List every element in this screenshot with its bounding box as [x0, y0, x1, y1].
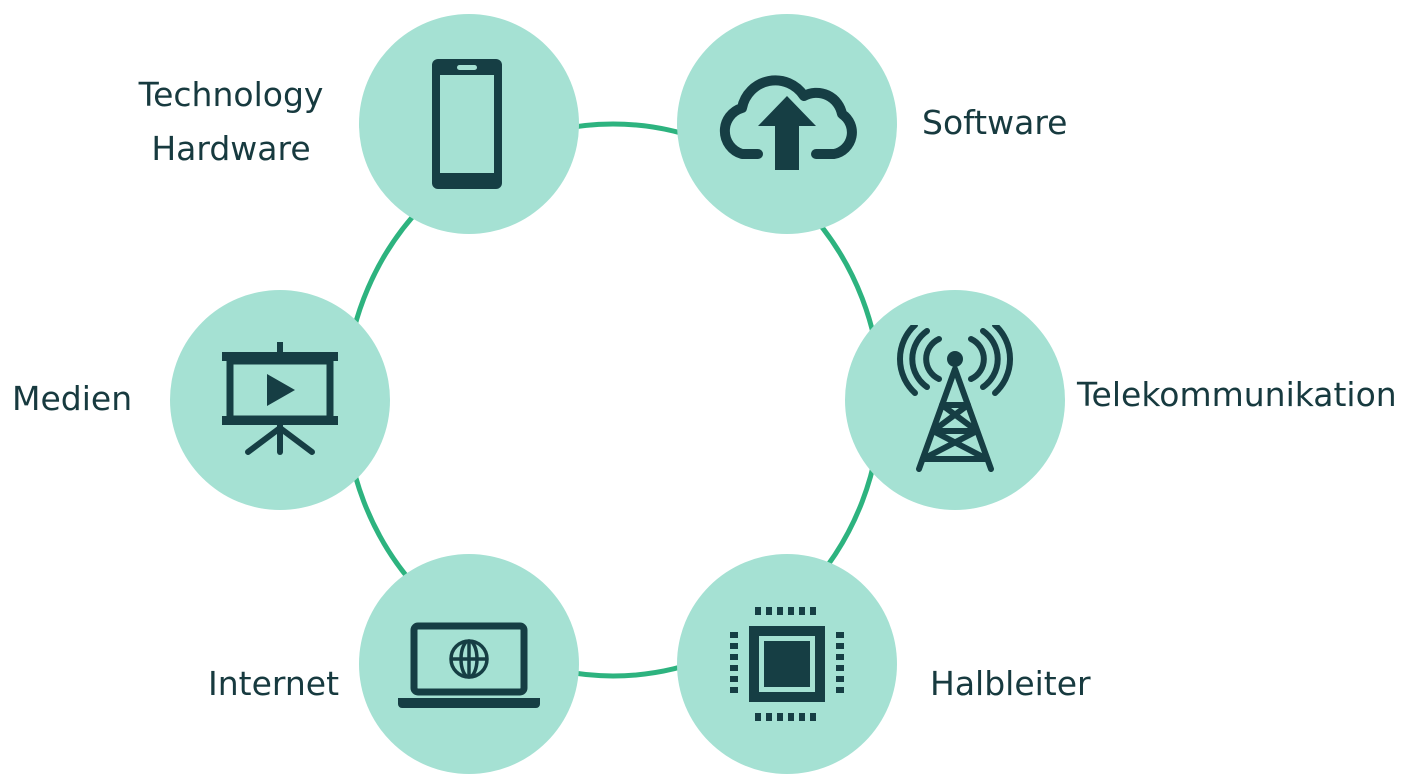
label-line: Technology: [138, 75, 324, 114]
node-telekommunikation: [845, 290, 1065, 510]
microchip-icon: [730, 607, 844, 721]
label-software: Software: [922, 96, 1067, 150]
label-technology-hardware: Technology Hardware: [137, 68, 325, 176]
node-halbleiter: [677, 554, 897, 774]
label-halbleiter: Halbleiter: [930, 657, 1091, 711]
radio-tower-icon: [896, 325, 1014, 472]
node-technology-hardware: [359, 14, 579, 234]
label-line: Medien: [12, 379, 133, 418]
label-medien: Medien: [12, 372, 132, 426]
label-internet: Internet: [208, 657, 339, 711]
node-medien: [170, 290, 390, 510]
smartphone-icon: [432, 59, 502, 189]
label-line: Telekommunikation: [1077, 375, 1397, 414]
label-line: Internet: [208, 664, 340, 703]
label-line: Halbleiter: [930, 664, 1091, 703]
laptop-globe-icon: [398, 622, 540, 708]
node-software: [677, 14, 897, 234]
label-line: Hardware: [151, 129, 311, 168]
cloud-upload-icon: [719, 75, 857, 170]
presentation-screen-icon: [222, 342, 338, 455]
label-line: Software: [922, 103, 1068, 142]
node-internet: [359, 554, 579, 774]
label-telekommunikation: Telekommunikation: [1077, 368, 1397, 422]
